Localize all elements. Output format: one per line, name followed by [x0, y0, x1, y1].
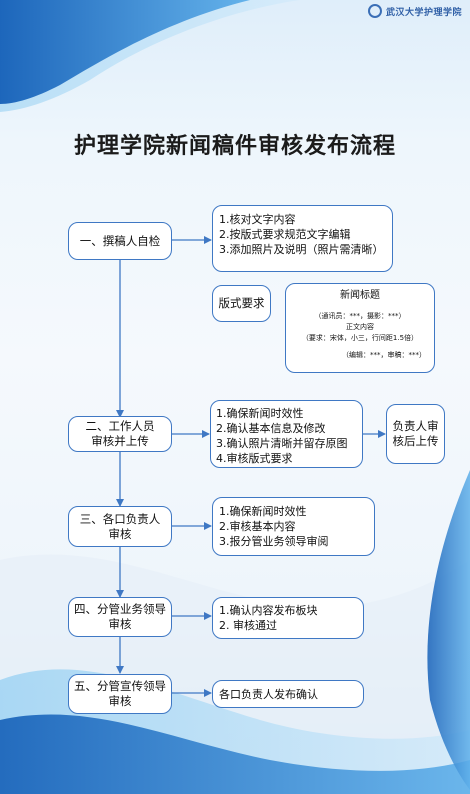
detail-2-item-2: 2.确认基本信息及修改	[216, 422, 326, 435]
template-title: 新闻标题	[340, 290, 380, 301]
stage-4-label-line1: 四、分管业务领导	[74, 602, 166, 616]
format-requirement-box: 版式要求	[212, 285, 271, 322]
detail-2-item-1: 1.确保新闻时效性	[216, 407, 304, 420]
detail-3-box: 1.确保新闻时效性 2.审核基本内容 3.报分管业务领导审阅	[212, 497, 375, 556]
upload-label-line1: 负责人审	[392, 419, 439, 433]
detail-4-item-2: 2. 审核通过	[219, 619, 277, 632]
template-byline: （通讯员：***，摄影：***）	[314, 312, 406, 320]
detail-1-item-1: 1.核对文字内容	[219, 213, 296, 226]
news-template-box: 新闻标题 （通讯员：***，摄影：***） 正文内容 （要求：宋体，小三，行间距…	[285, 283, 435, 373]
template-body: 正文内容	[346, 323, 374, 331]
stage-3-label-line1: 三、各口负责人	[79, 511, 161, 526]
detail-2-item-4: 4.审核版式要求	[216, 452, 293, 465]
stage-2-box: 二、工作人员 审核并上传	[68, 416, 172, 452]
template-requirement: （要求：宋体，小三，行间距1.5倍）	[301, 334, 419, 342]
detail-2-box: 1.确保新闻时效性 2.确认基本信息及修改 3.确认照片清晰并留存原图 4.审核…	[210, 400, 363, 468]
stage-2-label-line1: 二、工作人员	[85, 419, 155, 433]
stage-2-label-line2: 审核并上传	[91, 434, 149, 448]
university-logo: 武汉大学护理学院	[367, 4, 462, 18]
detail-5-box: 各口负责人发布确认	[212, 680, 364, 708]
detail-1-item-3: 3.添加照片及说明（照片需清晰）	[219, 243, 384, 256]
detail-3-item-2: 2.审核基本内容	[219, 520, 296, 533]
template-signoff: （编辑：***，审稿：***）	[342, 351, 426, 359]
detail-4-box: 1.确认内容发布板块 2. 审核通过	[212, 597, 364, 639]
stage-3-label-line2: 审核	[108, 526, 132, 541]
detail-1-item-2: 2.按版式要求规范文字编辑	[219, 228, 351, 241]
detail-1-box: 1.核对文字内容 2.按版式要求规范文字编辑 3.添加照片及说明（照片需清晰）	[212, 205, 393, 272]
page-title: 护理学院新闻稿件审核发布流程	[73, 134, 396, 159]
stage-1-box: 一、撰稿人自检	[68, 222, 172, 260]
format-requirement-label: 版式要求	[218, 296, 265, 310]
detail-4-item-1: 1.确认内容发布板块	[219, 604, 318, 617]
logo-text: 武汉大学护理学院	[385, 7, 462, 18]
upload-box: 负责人审 核后上传	[386, 404, 445, 464]
detail-3-item-1: 1.确保新闻时效性	[219, 505, 307, 518]
university-seal-icon	[367, 4, 382, 18]
stage-4-box: 四、分管业务领导 审核	[68, 597, 172, 637]
detail-5-item-1: 各口负责人发布确认	[219, 687, 318, 701]
stage-5-label-line2: 审核	[108, 694, 132, 708]
stage-5-label-line1: 五、分管宣传领导	[74, 679, 166, 693]
detail-3-item-3: 3.报分管业务领导审阅	[219, 535, 329, 548]
upload-label-line2: 核后上传	[392, 434, 439, 448]
stage-4-label-line2: 审核	[108, 617, 132, 631]
detail-2-item-3: 3.确认照片清晰并留存原图	[216, 437, 348, 450]
stage-3-box: 三、各口负责人 审核	[68, 506, 172, 547]
stage-1-label: 一、撰稿人自检	[79, 233, 161, 248]
stage-5-box: 五、分管宣传领导 审核	[68, 674, 172, 714]
